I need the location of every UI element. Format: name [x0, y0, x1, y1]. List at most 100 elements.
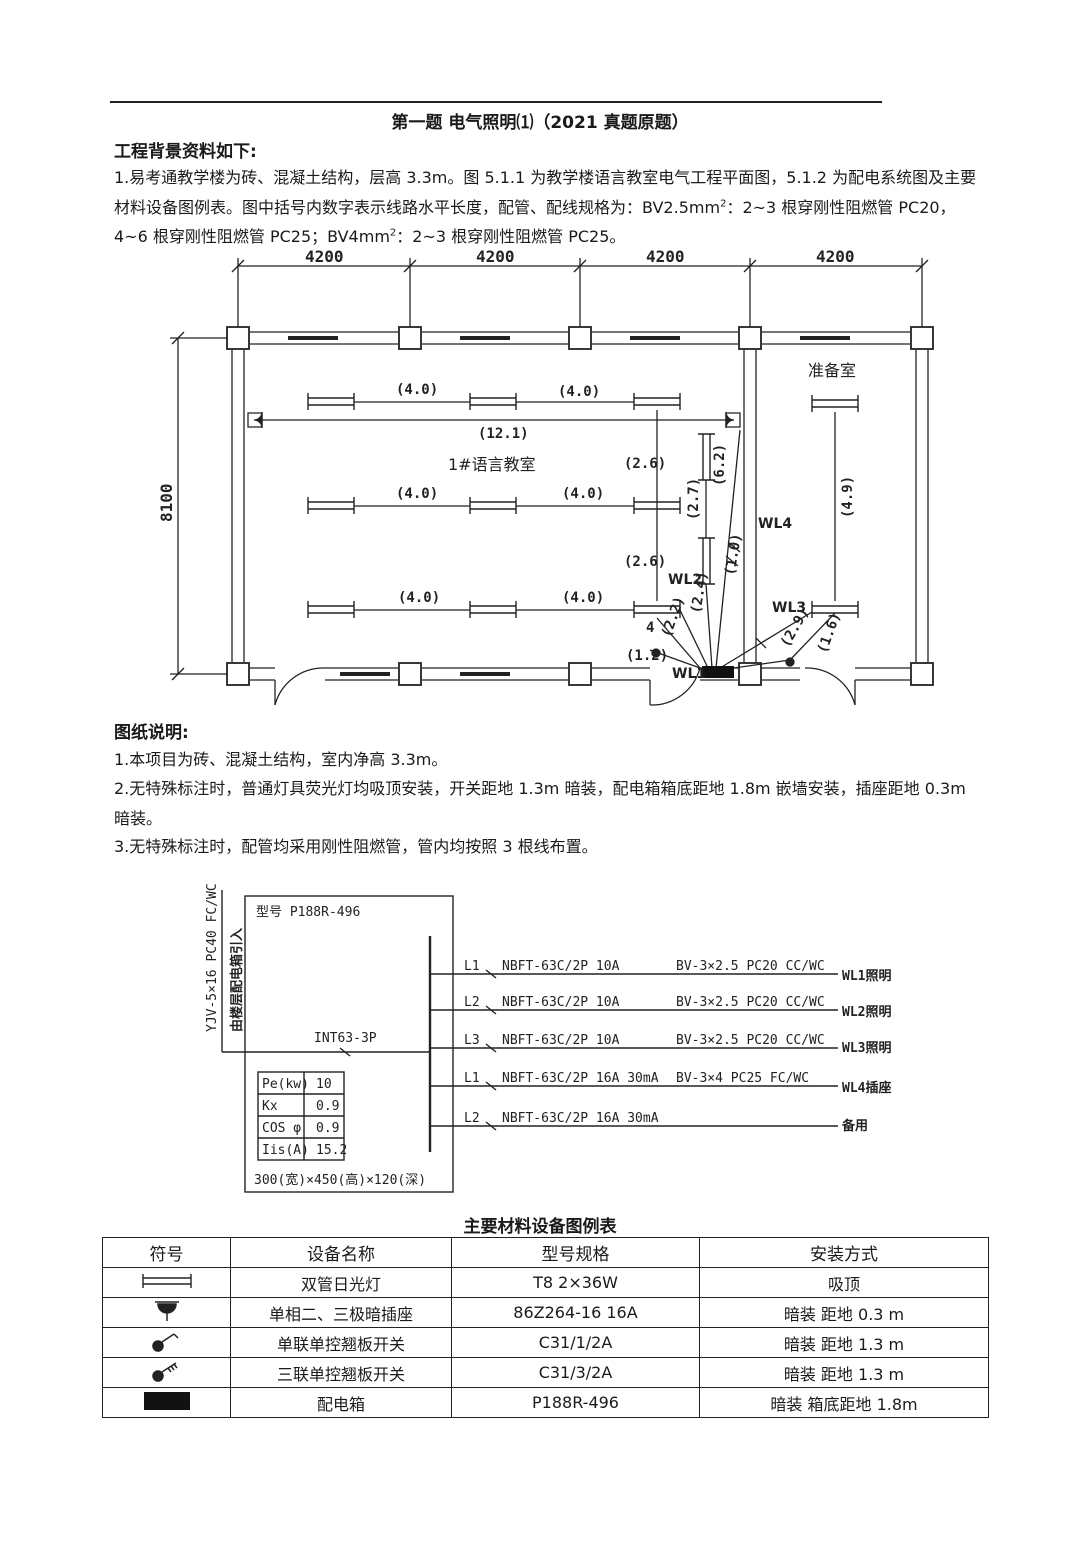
branch-phase: L1: [464, 959, 480, 974]
single-switch-icon: [102, 1327, 231, 1358]
branch-cable: BV-3×4 PC25 FC/WC: [676, 1071, 809, 1086]
branch-breaker: NBFT-63C/2P 10A: [502, 995, 620, 1010]
floor-plan: 4200 4200 4200 4200 8100: [157, 250, 934, 706]
distribution-box-symbol: [702, 666, 734, 678]
branch-phase: L2: [464, 995, 480, 1010]
legend-spec: T8 2×36W: [451, 1267, 700, 1298]
light-row1-a: [307, 393, 355, 410]
branch-breaker: NBFT-63C/2P 10A: [502, 959, 620, 974]
len-v16: (1.6): [815, 610, 844, 655]
legend-header: 符号: [102, 1237, 231, 1268]
dim-top-1: 4200: [305, 250, 344, 266]
legend-title: 主要材料设备图例表: [463, 1217, 617, 1237]
legend-header: 设备名称: [230, 1237, 452, 1268]
branch-name: WL2照明: [842, 1005, 891, 1020]
incoming-from: 由楼层配电箱引入: [229, 928, 245, 1032]
legend-spec: 86Z264-16 16A: [451, 1297, 700, 1328]
branch-breaker: NBFT-63C/2P 16A 30mA: [502, 1111, 659, 1126]
room-main-label: 1#语言教室: [448, 455, 536, 474]
table-row: 双管日光灯 T8 2×36W 吸顶: [102, 1267, 989, 1298]
room-prep-label: 准备室: [808, 361, 856, 380]
main-breaker: INT63-3P: [314, 1031, 377, 1046]
circuit-wl2: WL2: [668, 572, 702, 588]
triple-switch-icon: [102, 1357, 231, 1388]
branch-breaker: NBFT-63C/2P 10A: [502, 1033, 620, 1048]
branch-cable: BV-3×2.5 PC20 CC/WC: [676, 959, 825, 974]
len-v49: (4.9): [840, 476, 856, 518]
legend-name: 三联单控翘板开关: [230, 1357, 452, 1388]
param-key: Pe(kw): [262, 1077, 309, 1092]
len-v26a: (2.6): [624, 456, 666, 472]
background-paragraph: 1.易考通教学楼为砖、混凝土结构，层高 3.3m。图 5.1.1 为教学楼语言教…: [114, 168, 977, 246]
len-v27: (2.7): [686, 478, 702, 520]
branch-phase: L3: [464, 1033, 480, 1048]
branch-name: WL3照明: [842, 1041, 891, 1056]
branch-cable: BV-3×2.5 PC20 CC/WC: [676, 1033, 825, 1048]
legend-name: 单联单控翘板开关: [230, 1327, 452, 1358]
param-key: COS φ: [262, 1121, 301, 1136]
circuit-wl1: WL1: [672, 666, 706, 682]
legend-header: 型号规格: [451, 1237, 700, 1268]
socket-icon: [102, 1297, 231, 1328]
top-rule: [110, 101, 882, 103]
legend-mount: 吸顶: [699, 1267, 989, 1298]
len-r1a: (4.0): [396, 382, 438, 398]
dim-top-2: 4200: [476, 250, 515, 266]
legend-mount: 暗装 箱底距地 1.8m: [699, 1387, 989, 1418]
legend-mount: 暗装 距地 1.3 m: [699, 1327, 989, 1358]
len-v62: (6.2): [712, 444, 728, 486]
legend-name: 配电箱: [230, 1387, 452, 1418]
legend-mount: 暗装 距地 1.3 m: [699, 1357, 989, 1388]
note-3: 3.无特殊标注时，配管均采用刚性阻燃管，管内均按照 3 根线布置。: [114, 837, 598, 856]
branch-name: WL4插座: [842, 1080, 891, 1096]
dim-top-3: 4200: [646, 250, 685, 266]
table-row: 单联单控翘板开关 C31/1/2A 暗装 距地 1.3 m: [102, 1327, 989, 1358]
page-title: 第一题 电气照明⑴（2021 真题原题）: [391, 113, 689, 133]
param-value: 0.9: [316, 1099, 339, 1114]
circuit-wl4: WL4: [758, 516, 792, 532]
system-diagram: YJV-5×16 PC40 FC/WC 由楼层配电箱引入 型号 P188R-49…: [205, 883, 891, 1193]
len-v26b: (2.6): [624, 554, 666, 570]
len-v24: (2.4): [688, 570, 711, 614]
param-value: 0.9: [316, 1121, 339, 1136]
branch-name: 备用: [841, 1118, 868, 1134]
table-row: 配电箱 P188R-496 暗装 箱底距地 1.8m: [102, 1387, 989, 1418]
param-key: Kx: [262, 1099, 278, 1114]
legend-mount: 暗装 距地 0.3 m: [699, 1297, 989, 1328]
len-r3a: (4.0): [398, 590, 440, 606]
param-value: 10: [316, 1077, 332, 1092]
table-row: 三联单控翘板开关 C31/3/2A 暗装 距地 1.3 m: [102, 1357, 989, 1388]
legend-spec: P188R-496: [451, 1387, 700, 1418]
legend-spec: C31/1/2A: [451, 1327, 700, 1358]
branch-name: WL1照明: [842, 969, 891, 984]
param-key: Iis(A): [262, 1143, 309, 1158]
note-2: 2.无特殊标注时，普通灯具荧光灯均吸顶安装，开关距地 1.3m 暗装，配电箱箱底…: [114, 779, 966, 828]
len-r1b: (4.0): [558, 384, 600, 400]
dim-top-4: 4200: [816, 250, 855, 266]
branch-breaker: NBFT-63C/2P 16A 30mA: [502, 1071, 659, 1086]
box-model: 型号 P188R-496: [256, 905, 360, 920]
len-socket: (12.1): [478, 426, 529, 442]
legend-table: 符号 设备名称 型号规格 安装方式 双管日光灯 T8 2×36W 吸顶 单相二、…: [102, 1237, 989, 1418]
len-r3b: (4.0): [562, 590, 604, 606]
branch-cable: BV-3×2.5 PC20 CC/WC: [676, 995, 825, 1010]
param-value: 15.2: [316, 1143, 347, 1158]
fluorescent-light-icon: [102, 1267, 231, 1298]
circuit-wl3: WL3: [772, 600, 806, 616]
legend-name: 双管日光灯: [230, 1267, 452, 1298]
box-size: 300(宽)×450(高)×120(深): [254, 1172, 426, 1188]
len-v12: (1.2): [626, 648, 668, 664]
dim-left: 8100: [157, 483, 176, 522]
distribution-box-icon: [102, 1387, 231, 1418]
legend-spec: C31/3/2A: [451, 1357, 700, 1388]
incoming-cable: YJV-5×16 PC40 FC/WC: [205, 883, 220, 1032]
branch-phase: L1: [464, 1071, 480, 1086]
len-wire4: 4: [646, 620, 654, 636]
len-r2b: (4.0): [562, 486, 604, 502]
len-v10: (1.0): [722, 532, 745, 576]
background-heading: 工程背景资料如下:: [114, 142, 257, 162]
notes-heading: 图纸说明:: [114, 723, 189, 743]
legend-name: 单相二、三极暗插座: [230, 1297, 452, 1328]
note-1: 1.本项目为砖、混凝土结构，室内净高 3.3m。: [114, 750, 448, 769]
table-row: 单相二、三极暗插座 86Z264-16 16A 暗装 距地 0.3 m: [102, 1297, 989, 1328]
